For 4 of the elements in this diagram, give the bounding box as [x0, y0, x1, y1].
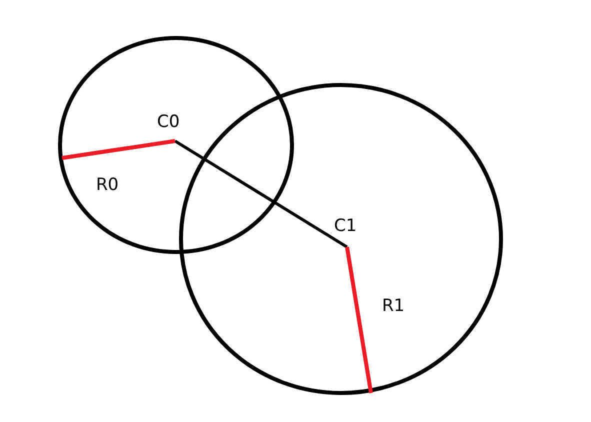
radius-label: R0	[96, 175, 119, 195]
center-label: C1	[334, 216, 357, 236]
radius-label: R1	[382, 296, 405, 316]
center-label: C0	[157, 112, 180, 132]
